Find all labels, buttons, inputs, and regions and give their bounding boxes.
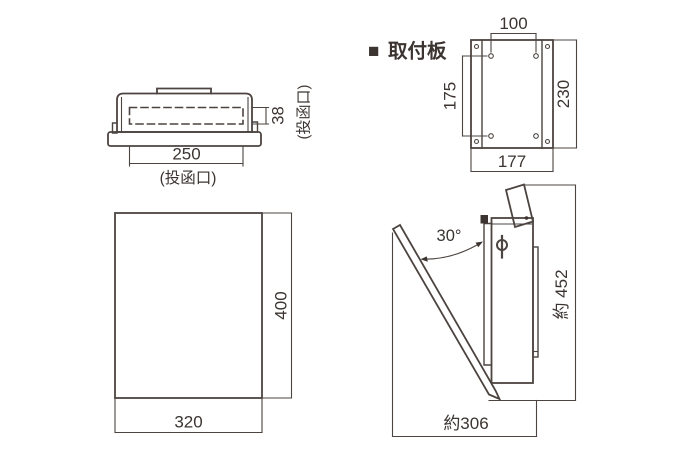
top-view-left-bump <box>111 122 118 134</box>
front-dimension-400: 400 <box>261 212 293 399</box>
slot-width-value: 250 <box>172 145 200 164</box>
door-angle-annotation: 30° <box>420 227 483 262</box>
plate-width-value: 177 <box>498 152 526 171</box>
side-dimension-452: 約 452 <box>488 184 577 402</box>
arrowhead-left <box>420 256 428 262</box>
overall-projection-value: 約306 <box>443 414 488 433</box>
side-view-latch-block <box>480 215 488 224</box>
section-title: 取付板 <box>388 40 447 63</box>
top-view-right-bump <box>251 121 259 133</box>
top-view-dimension-250: 250 (投函口) <box>128 145 244 187</box>
hole-pitch-vertical-value: 175 <box>441 82 460 110</box>
mounting-hole <box>488 53 494 59</box>
side-view: 30° 約 452 約306 <box>391 183 577 438</box>
side-dimension-306: 約306 <box>391 232 538 438</box>
angle-arc <box>422 244 478 260</box>
corner-hole <box>544 138 551 145</box>
plate-dimension-100: 100 <box>490 14 537 53</box>
side-view-front-frame-strip <box>483 222 493 366</box>
side-view-open-door <box>391 223 502 401</box>
top-view-lid-outline <box>116 92 253 133</box>
body-width-value: 320 <box>174 413 202 432</box>
side-view-open-top-flap <box>504 183 535 229</box>
side-view-keyhole-icon <box>496 234 508 259</box>
hole-pitch-horizontal-value: 100 <box>499 14 527 33</box>
plate-dimension-175: 175 <box>441 55 488 137</box>
mounting-hole <box>488 133 494 139</box>
mounting-plate-view: ■ 取付板 100 <box>368 14 578 173</box>
top-view: 250 (投函口) 38 (投函口) <box>107 85 313 187</box>
overall-height-value: 約 452 <box>552 269 571 319</box>
top-view-handle-tab <box>156 87 212 95</box>
side-view-flap-hinge-pin <box>524 216 529 220</box>
front-view: 400 320 <box>114 212 293 434</box>
top-view-dimension-38: 38 (投函口) <box>251 85 313 140</box>
plate-dimension-230: 230 <box>552 39 578 149</box>
arrowhead-right <box>475 241 483 248</box>
corner-hole <box>473 43 480 50</box>
slot-depth-caption: (投函口) <box>296 85 313 140</box>
mounting-hole <box>533 133 539 139</box>
plate-outline <box>470 39 554 149</box>
slot-width-caption: (投函口) <box>160 169 217 187</box>
mounting-hole <box>533 53 539 59</box>
side-view-mounting-plate-edge <box>532 246 539 358</box>
section-bullet-square: ■ <box>368 41 379 62</box>
front-dimension-320: 320 <box>114 397 263 434</box>
body-height-value: 400 <box>272 291 291 319</box>
slot-depth-value: 38 <box>270 106 288 124</box>
front-view-body-outline <box>114 212 263 399</box>
door-open-angle-value: 30° <box>437 227 462 245</box>
top-view-mail-slot-dashed-outline <box>128 106 244 125</box>
plate-dimension-177: 177 <box>470 147 554 173</box>
corner-hole <box>544 43 551 50</box>
corner-hole <box>473 138 480 145</box>
plate-height-value: 230 <box>554 80 573 108</box>
